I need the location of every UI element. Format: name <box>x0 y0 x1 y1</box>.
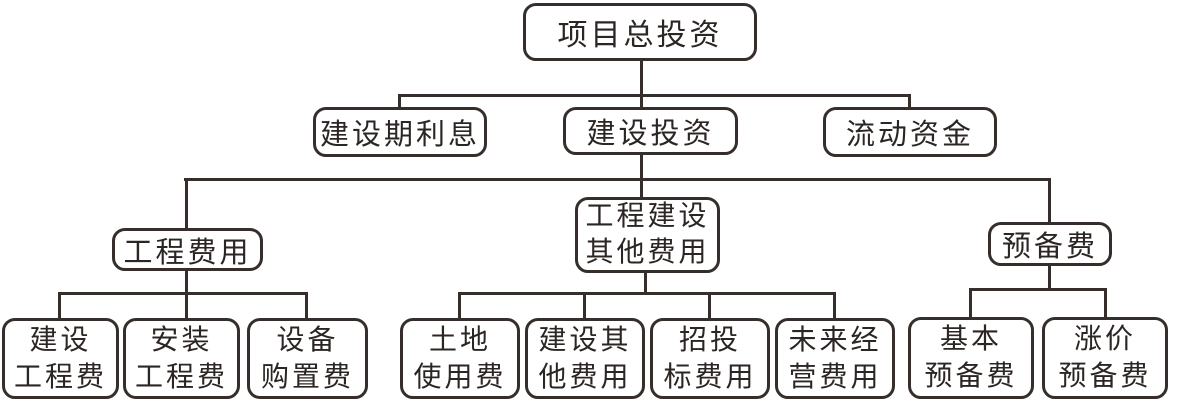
connector-line <box>399 94 911 97</box>
node-label-line1: 安装 <box>150 324 213 356</box>
node-price-increase-reserve-fee: 涨价 预备费 <box>1042 317 1168 399</box>
connector-line <box>58 292 308 295</box>
node-construction-investment: 建设投资 <box>563 107 738 155</box>
connector-line <box>184 178 1051 181</box>
node-construction-other-fee: 建设其 他费用 <box>525 318 645 399</box>
node-working-capital: 流动资金 <box>823 107 997 157</box>
node-reserve-fee: 预备费 <box>988 222 1112 266</box>
connector-line <box>458 292 461 320</box>
connector-line <box>969 288 1107 291</box>
node-label: 建设期利息 <box>319 119 480 151</box>
connector-line <box>58 292 61 320</box>
connector-line <box>908 94 911 109</box>
node-label-line1: 招投 <box>678 324 741 356</box>
node-label-line1: 涨价 <box>1073 324 1136 355</box>
node-label-line2: 工程费 <box>134 361 228 393</box>
connector-line <box>398 94 401 109</box>
connector-line <box>640 178 643 200</box>
node-label-line2: 标费用 <box>663 361 757 393</box>
node-label: 建设投资 <box>586 118 715 150</box>
connector-line <box>583 292 586 320</box>
node-construction-work-fee: 建设 工程费 <box>2 318 119 399</box>
node-construction-period-interest: 建设期利息 <box>313 107 487 157</box>
connector-line <box>833 292 836 320</box>
node-label-line2: 其他费用 <box>585 237 710 268</box>
node-label-line1: 建设其 <box>538 324 632 356</box>
node-future-operating-fee: 未来经 营费用 <box>775 318 895 399</box>
connector-line <box>305 292 308 320</box>
node-basic-reserve-fee: 基本 预备费 <box>908 317 1034 399</box>
node-label-line2: 营费用 <box>788 361 882 393</box>
connector-line <box>708 292 711 320</box>
connector-line <box>644 271 647 295</box>
node-label-line2: 预备费 <box>924 361 1018 392</box>
node-label: 预备费 <box>1001 231 1098 263</box>
node-bidding-fee: 招投 标费用 <box>650 318 770 399</box>
connector-line <box>185 268 188 295</box>
node-label-line2: 预备费 <box>1058 361 1152 392</box>
node-project-total-investment: 项目总投资 <box>523 3 757 61</box>
node-label-line2: 购置费 <box>260 361 354 393</box>
node-label-line1: 未来经 <box>788 324 882 356</box>
connector-line <box>969 288 972 319</box>
node-label: 项目总投资 <box>557 19 723 52</box>
node-land-use-fee: 土地 使用费 <box>400 318 520 399</box>
node-label-line2: 使用费 <box>413 361 507 393</box>
node-label: 流动资金 <box>845 119 974 151</box>
connector-line <box>185 178 188 230</box>
node-engineering-construction-other-cost: 工程建设 其他费用 <box>575 197 720 273</box>
node-label-line1: 土地 <box>428 324 491 356</box>
node-equipment-purchase-fee: 设备 购置费 <box>247 318 368 399</box>
node-installation-work-fee: 安装 工程费 <box>123 318 240 399</box>
node-label-line1: 建设 <box>29 324 92 356</box>
connector-line <box>1104 288 1107 319</box>
connector-line <box>1048 264 1051 291</box>
node-label-line1: 设备 <box>276 324 339 356</box>
connector-line <box>640 152 643 180</box>
connector-line <box>640 60 643 110</box>
node-label: 工程费用 <box>123 236 252 269</box>
node-label-line1: 工程建设 <box>585 201 710 232</box>
connector-line <box>185 292 188 320</box>
node-engineering-cost: 工程费用 <box>112 228 263 271</box>
node-label-line1: 基本 <box>939 324 1002 355</box>
connector-line <box>1048 178 1051 225</box>
node-label-line2: 他费用 <box>538 361 632 393</box>
node-label-line2: 工程费 <box>13 361 107 393</box>
connector-line <box>458 292 836 295</box>
